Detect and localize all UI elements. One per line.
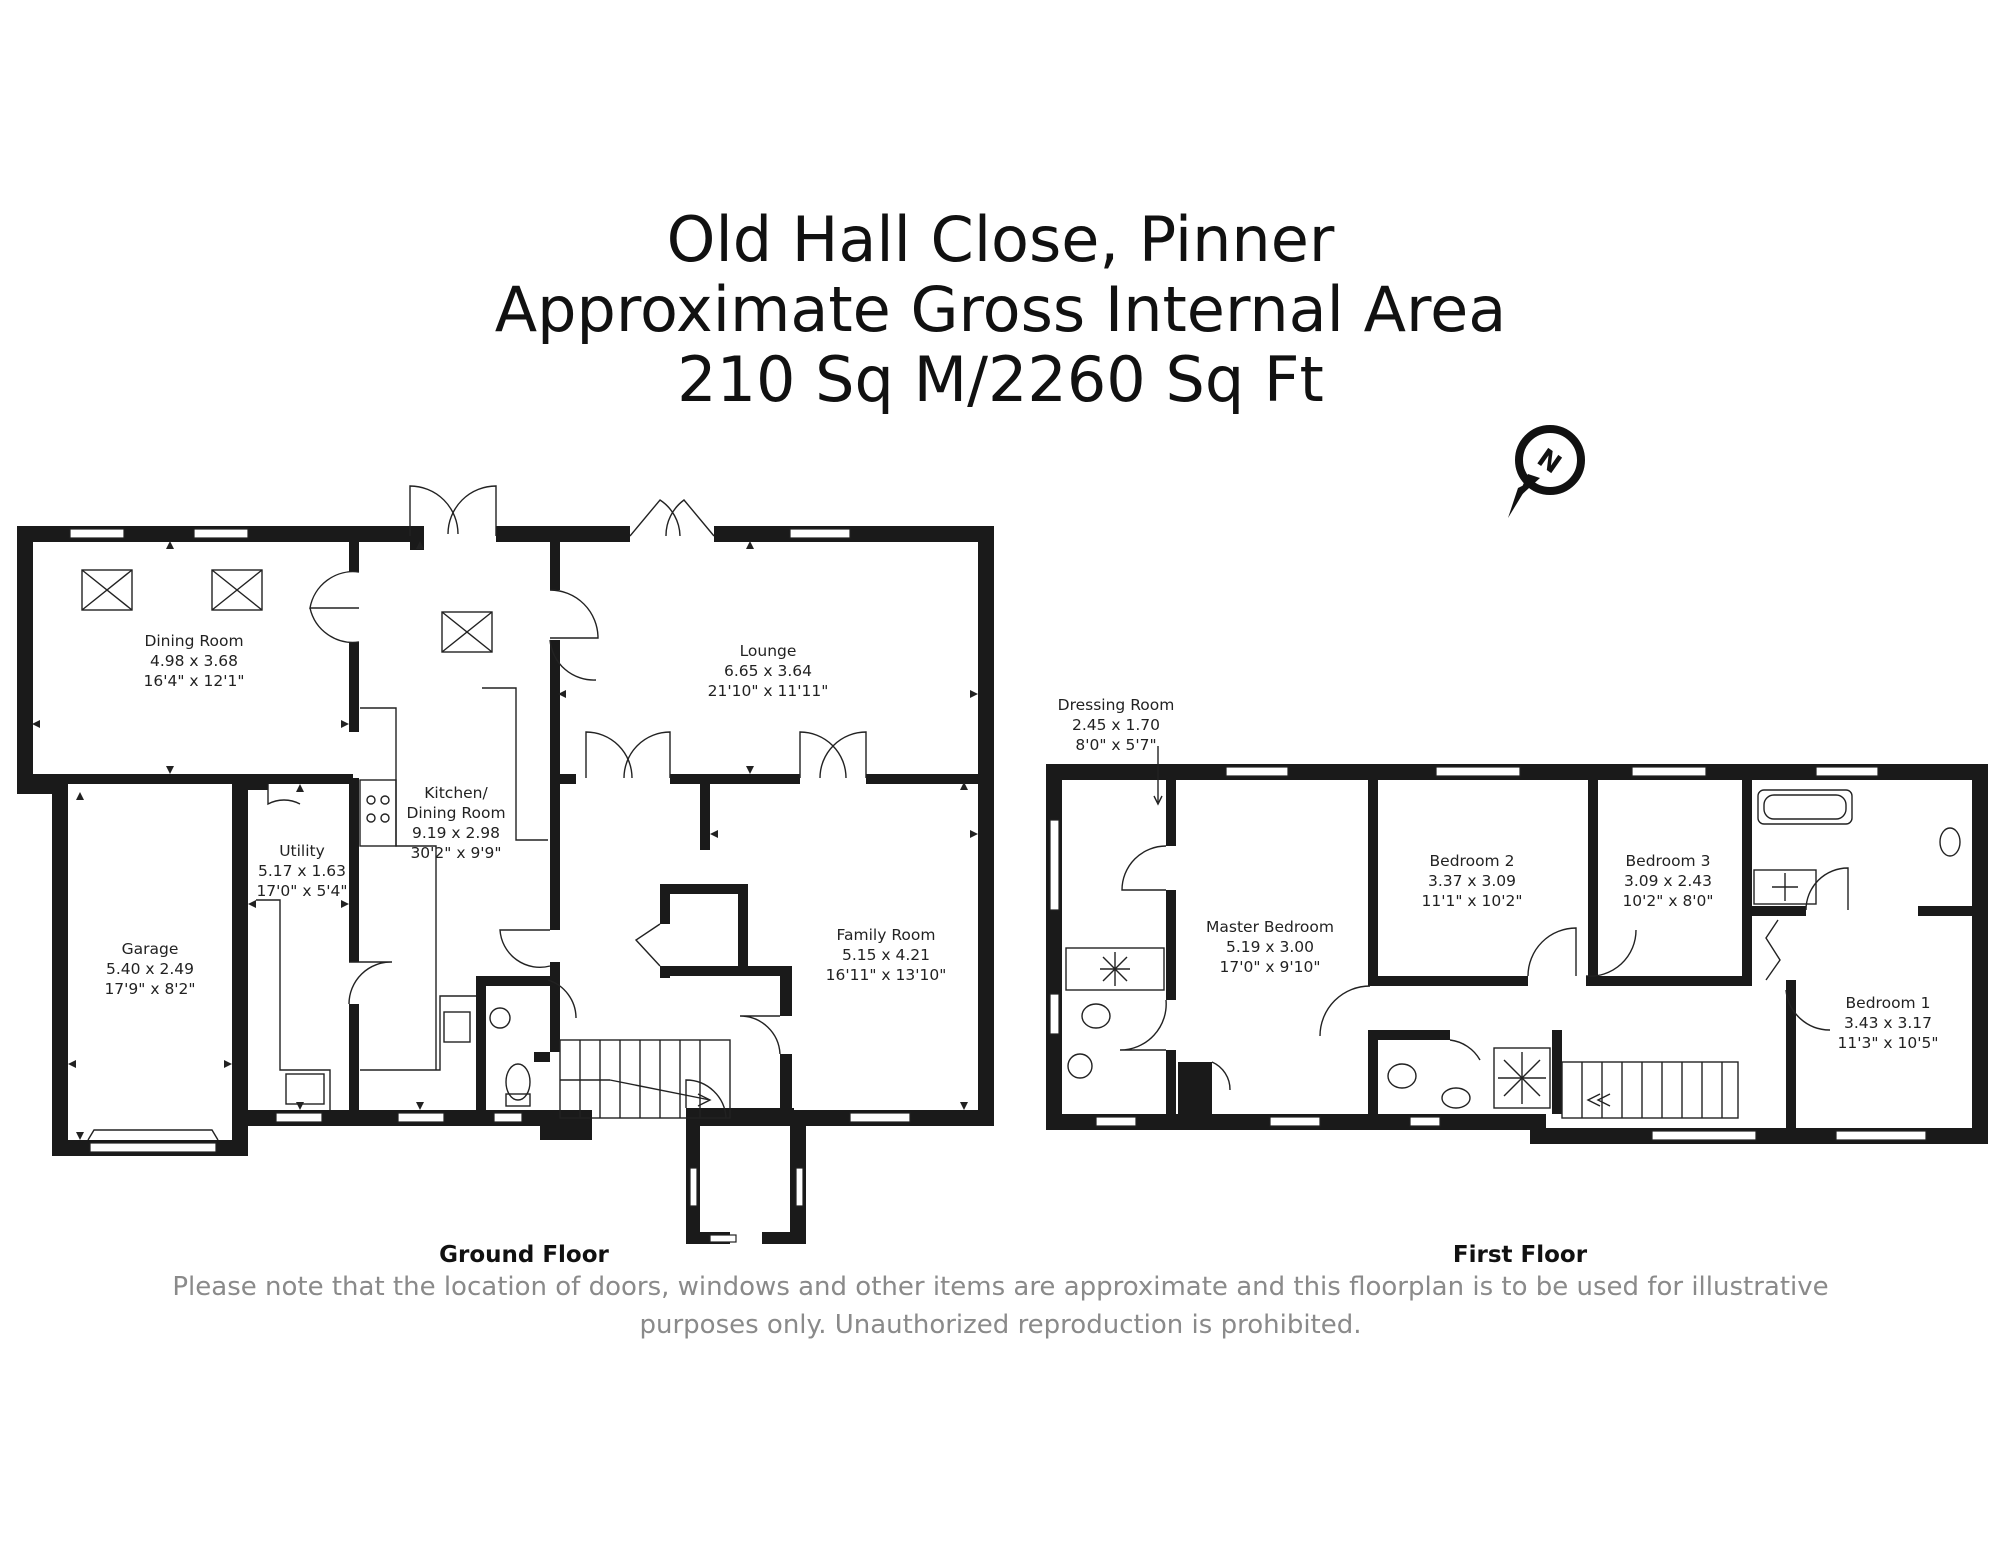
lounge-name: Lounge [740,642,797,660]
first-floor-plan [1046,746,1988,1144]
area-heading: Approximate Gross Internal Area [494,273,1507,346]
kitchen-name-line2: Dining Room [406,804,505,822]
master-bedroom-name: Master Bedroom [1206,918,1334,936]
bedroom-2-metric: 3.37 x 3.09 [1428,872,1516,890]
master-bedroom-metric: 5.19 x 3.00 [1226,938,1314,956]
lounge-imperial: 21'10" x 11'11" [708,682,829,700]
compass-letter: N [1531,443,1566,480]
dining-room-label: Dining Room 4.98 x 3.68 16'4" x 12'1" [144,632,245,690]
family-room-imperial: 16'11" x 13'10" [826,966,947,984]
title-block: Old Hall Close, Pinner Approximate Gross… [0,205,2001,415]
master-bedroom-imperial: 17'0" x 9'10" [1220,958,1321,976]
disclaimer-line-2: purposes only. Unauthorized reproduction… [639,1310,1362,1340]
kitchen-imperial: 30'2" x 9'9" [410,844,501,862]
first-floor-caption: First Floor [1453,1242,1588,1268]
utility-metric: 5.17 x 1.63 [258,862,346,880]
utility-label: Utility 5.17 x 1.63 17'0" x 5'4" [256,842,347,900]
bedroom-3-metric: 3.09 x 2.43 [1624,872,1712,890]
bedroom-1-label: Bedroom 1 3.43 x 3.17 11'3" x 10'5" [1838,994,1939,1052]
compass-icon: N [1508,425,1585,518]
garage-imperial: 17'9" x 8'2" [104,980,195,998]
family-room-name: Family Room [837,926,936,944]
disclaimer-line-1: Please note that the location of doors, … [172,1272,1829,1302]
utility-imperial: 17'0" x 5'4" [256,882,347,900]
ground-floor-plan [17,485,994,1244]
master-bedroom-label: Master Bedroom 5.19 x 3.00 17'0" x 9'10" [1206,918,1334,976]
dining-room-metric: 4.98 x 3.68 [150,652,238,670]
garage-metric: 5.40 x 2.49 [106,960,194,978]
lounge-metric: 6.65 x 3.64 [724,662,812,680]
garage-name: Garage [122,940,179,958]
disclaimer: Please note that the location of doors, … [0,1268,2001,1344]
bedroom-3-name: Bedroom 3 [1626,852,1711,870]
bedroom-3-label: Bedroom 3 3.09 x 2.43 10'2" x 8'0" [1622,852,1713,910]
dressing-room-metric: 2.45 x 1.70 [1072,716,1160,734]
bedroom-2-imperial: 11'1" x 10'2" [1422,892,1523,910]
utility-name: Utility [279,842,325,860]
bedroom-2-label: Bedroom 2 3.37 x 3.09 11'1" x 10'2" [1422,852,1523,910]
lounge-label: Lounge 6.65 x 3.64 21'10" x 11'11" [708,642,829,700]
dressing-room-imperial: 8'0" x 5'7" [1075,736,1156,754]
kitchen-label: Kitchen/ Dining Room 9.19 x 2.98 30'2" x… [406,784,505,862]
dining-room-imperial: 16'4" x 12'1" [144,672,245,690]
ground-floor-caption: Ground Floor [439,1242,609,1268]
dressing-room-name: Dressing Room [1058,696,1175,714]
kitchen-name-line1: Kitchen/ [424,784,488,802]
property-title: Old Hall Close, Pinner [666,203,1335,276]
bedroom-3-imperial: 10'2" x 8'0" [1622,892,1713,910]
bedroom-2-name: Bedroom 2 [1430,852,1515,870]
dining-room-name: Dining Room [144,632,243,650]
bedroom-1-metric: 3.43 x 3.17 [1844,1014,1932,1032]
family-room-metric: 5.15 x 4.21 [842,946,930,964]
garage-label: Garage 5.40 x 2.49 17'9" x 8'2" [104,940,195,998]
kitchen-metric: 9.19 x 2.98 [412,824,500,842]
ground-dimension-markers [32,541,978,1140]
dressing-room-label: Dressing Room 2.45 x 1.70 8'0" x 5'7" [1058,696,1175,754]
family-room-label: Family Room 5.15 x 4.21 16'11" x 13'10" [826,926,947,984]
area-value: 210 Sq M/2260 Sq Ft [677,343,1324,416]
bedroom-1-imperial: 11'3" x 10'5" [1838,1034,1939,1052]
bedroom-1-name: Bedroom 1 [1846,994,1931,1012]
